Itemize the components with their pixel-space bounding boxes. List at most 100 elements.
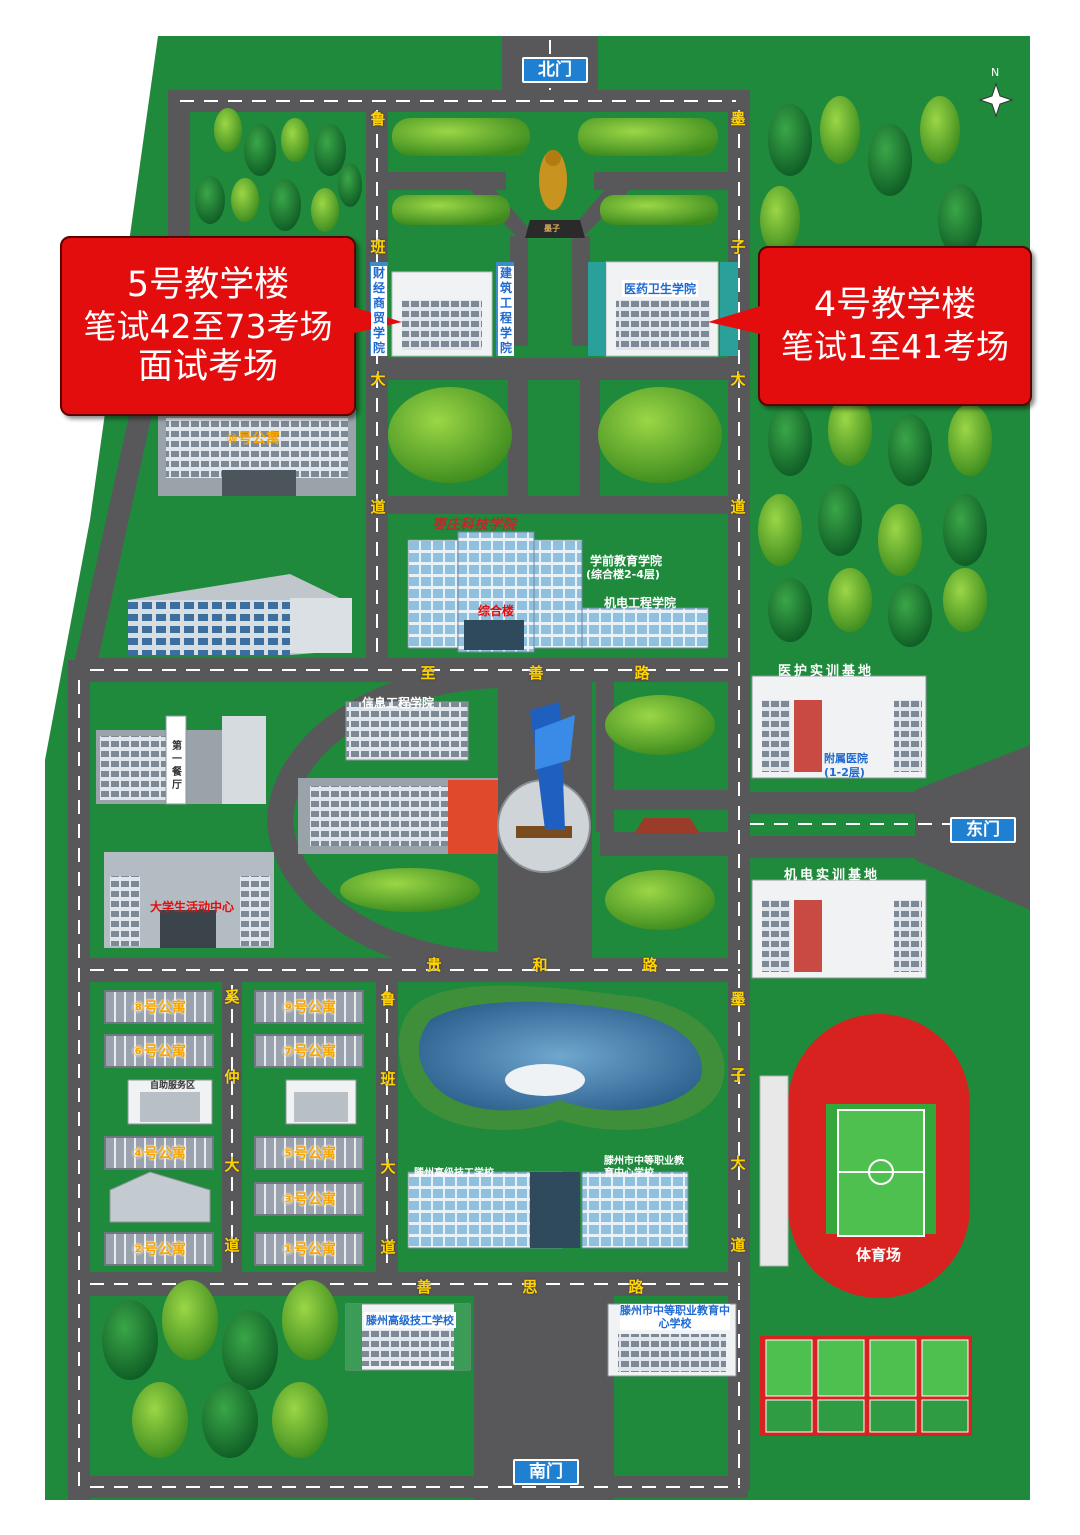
- road-xizhong-char-3: 大: [224, 1156, 240, 1174]
- road-luban-south-char-4: 道: [380, 1238, 396, 1256]
- tree-cluster-east: [758, 96, 992, 647]
- label-apartment-2: ②号公寓: [132, 1242, 186, 1258]
- lake: [398, 985, 725, 1130]
- apartment-1: ①号公寓: [254, 1232, 364, 1266]
- compass-north-label: N: [991, 66, 1000, 79]
- apartment-7: ⑦号公寓: [254, 1034, 364, 1068]
- complex-building: [407, 531, 709, 653]
- label-apartment-8: ⑧号公寓: [132, 1000, 186, 1016]
- north-gate-label: 北门: [522, 57, 588, 83]
- info-college-building: [298, 701, 498, 854]
- road-luban-south-char-2: 班: [380, 1070, 396, 1088]
- road-guihe-char-3: 路: [642, 956, 658, 974]
- road-luban-south-char-1: 鲁: [380, 990, 396, 1008]
- callout-building-5-interview: 面试考场: [137, 346, 278, 387]
- road-mozi-char-1: 墨: [730, 110, 746, 128]
- label-vocational-school-north: 滕州市中等职业教育中心学校: [604, 1156, 684, 1179]
- label-apartment-1: ①号公寓: [282, 1242, 336, 1258]
- label-campus-name: 枣庄科技学院: [432, 517, 516, 533]
- road-shansi-char-3: 路: [628, 1278, 644, 1296]
- south-gate-label: 南门: [513, 1459, 579, 1485]
- warehouse-building: [128, 574, 352, 655]
- road-zhishan-char-1: 至: [420, 664, 436, 682]
- label-hospital: 附属医院: [824, 752, 868, 765]
- road-luban-char-4: 道: [370, 498, 386, 516]
- label-finance-college: 财经商贸学院: [371, 266, 387, 356]
- road-zhishan-char-3: 路: [634, 664, 650, 682]
- mech-base-building: [751, 879, 927, 979]
- callout-building-5-title: 5号教学楼: [126, 264, 290, 305]
- label-complex-building: 综合楼: [478, 604, 515, 618]
- road-network: [68, 36, 1030, 1500]
- label-canteen: 第一餐厅: [169, 740, 185, 792]
- callout-building-5-written-exam: 笔试42至73考场: [83, 306, 333, 346]
- label-info-college: 信息工程学院: [362, 696, 435, 710]
- road-mozi-char-2: 子: [730, 238, 746, 256]
- road-xizhong-char-4: 道: [224, 1236, 240, 1254]
- stadium: [759, 1014, 970, 1298]
- apartment-10: [158, 410, 356, 496]
- apartment-2: ②号公寓: [104, 1232, 214, 1266]
- road-mozi-south-char-2: 子: [730, 1066, 746, 1084]
- canteen-2-building: [109, 1171, 211, 1223]
- label-apartment-10: ⑩号公寓: [226, 431, 280, 447]
- road-guihe-char-1: 贵: [426, 956, 442, 974]
- south-building-left: [407, 1171, 580, 1249]
- label-mech-college: 机电工程学院: [604, 596, 677, 610]
- compass-icon: [978, 82, 1014, 118]
- label-medical-college: 医药卫生学院: [622, 280, 699, 297]
- road-mozi-south-char-1: 墨: [730, 990, 746, 1008]
- hedge-north: [392, 118, 718, 225]
- label-nursing-base: 医护实训基地: [778, 664, 875, 679]
- road-luban-south-char-3: 大: [380, 1158, 396, 1176]
- apartment-5: ⑤号公寓: [254, 1136, 364, 1170]
- apartment-6: ⑥号公寓: [104, 1034, 214, 1068]
- east-gate-label: 东门: [950, 817, 1016, 843]
- road-luban-char-2: 班: [370, 238, 386, 256]
- label-apartment-3: ③号公寓: [282, 1192, 336, 1208]
- central-plaza: [497, 702, 591, 873]
- road-shansi-char-2: 思: [522, 1278, 538, 1296]
- road-mozi-south-char-3: 大: [730, 1154, 746, 1172]
- apartment-9: ⑨号公寓: [254, 990, 364, 1024]
- roundabout-road: [266, 662, 499, 978]
- label-apartment-6: ⑥号公寓: [132, 1044, 186, 1060]
- apartment-3: ③号公寓: [254, 1182, 364, 1216]
- label-apartment-9: ⑨号公寓: [282, 1000, 336, 1016]
- sports-courts: [760, 1336, 972, 1436]
- label-preschool-note: (综合楼2-4层): [586, 568, 660, 581]
- nursing-base-building: [751, 675, 927, 779]
- label-statue: 墨子: [544, 224, 560, 233]
- mozi-statue: [525, 150, 585, 238]
- road-xizhong-char-1: 奚: [224, 988, 240, 1006]
- label-apartment-7: ⑦号公寓: [282, 1044, 336, 1060]
- road-mozi-char-4: 道: [730, 498, 746, 516]
- road-shansi-char-1: 善: [416, 1278, 432, 1296]
- label-vocational-school: 滕州市中等职业教育中心学校: [620, 1304, 730, 1330]
- label-mech-base: 机电实训基地: [784, 868, 881, 883]
- tree-cluster-southwest: [102, 1280, 338, 1458]
- label-tech-school-north: 滕州高级技工学校: [414, 1168, 494, 1179]
- label-student-center: 大学生活动中心: [150, 900, 235, 914]
- pavilion: [634, 818, 700, 834]
- label-stadium: 体育场: [856, 1246, 902, 1264]
- road-xizhong-char-2: 仲: [224, 1068, 240, 1086]
- label-apartment-4: ④号公寓: [132, 1146, 186, 1162]
- student-center-building: [104, 852, 274, 948]
- callout-building-5: 5号教学楼 笔试42至73考场 面试考场: [60, 236, 356, 416]
- apartment-4: ④号公寓: [104, 1136, 214, 1170]
- callout-building-4-pointer: [708, 306, 760, 334]
- apartment-8: ⑧号公寓: [104, 990, 214, 1024]
- west-small-building: [285, 1079, 357, 1125]
- callout-building-4: 4号教学楼 笔试1至41考场: [758, 246, 1032, 406]
- road-mozi-south-char-4: 道: [730, 1236, 746, 1254]
- tree-cluster-center: [340, 387, 722, 930]
- road-guihe-char-2: 和: [532, 956, 548, 974]
- callout-building-4-title: 4号教学楼: [813, 285, 977, 325]
- road-zhishan-char-2: 善: [528, 664, 544, 682]
- label-hospital-note: (1-2层): [824, 766, 865, 779]
- label-architecture-college: 建筑工程学院: [498, 266, 514, 356]
- south-building-right: [581, 1171, 689, 1249]
- road-mozi-char-3: 大: [730, 370, 746, 388]
